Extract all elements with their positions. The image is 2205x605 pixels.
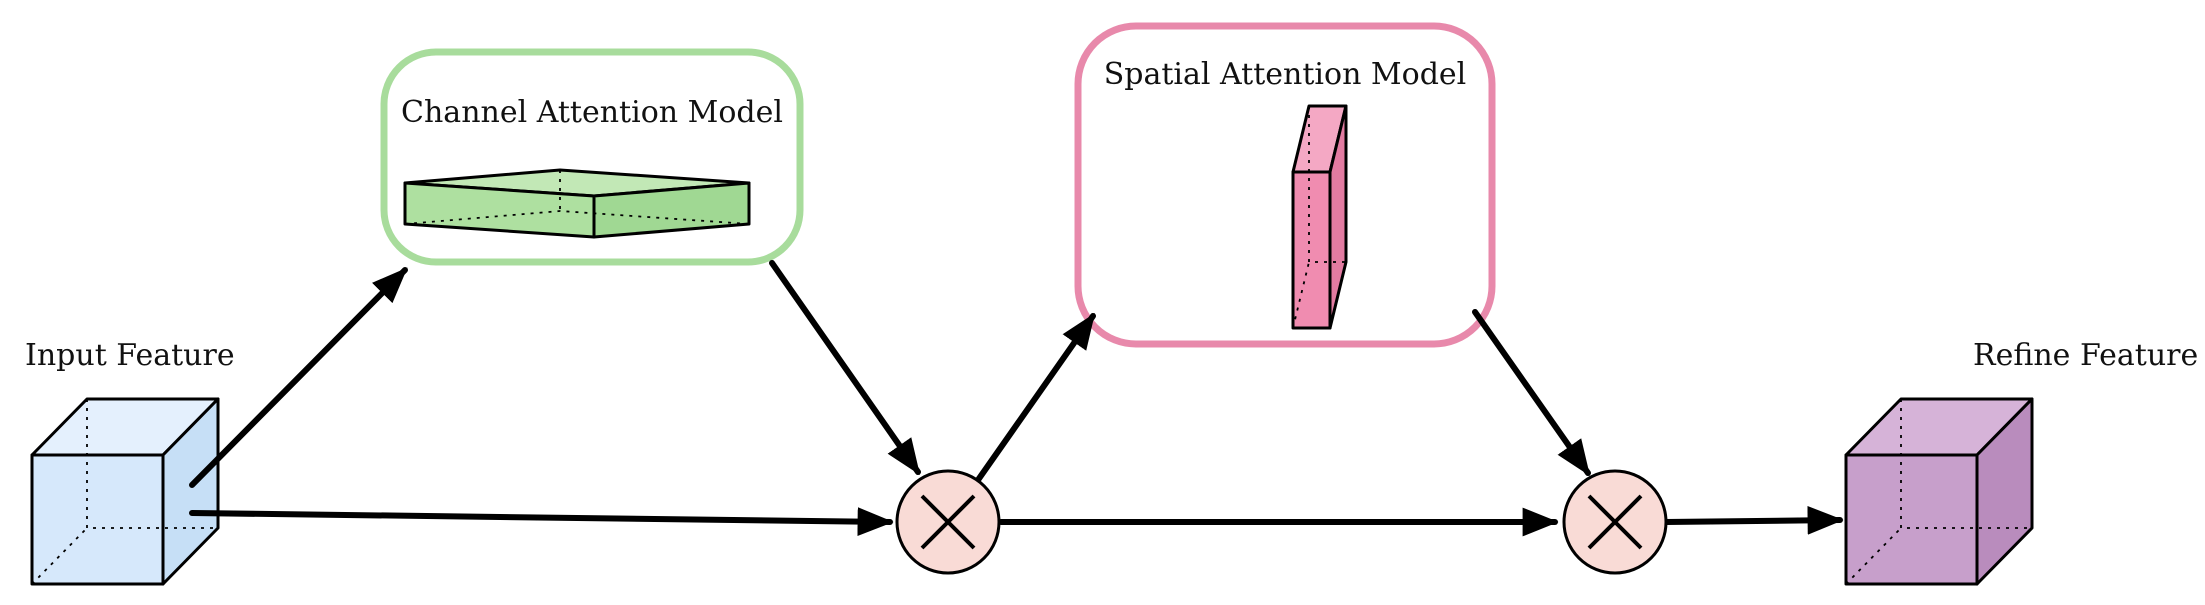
spatial-attention-module: Spatial Attention Model <box>1074 22 1496 348</box>
multiply-icon <box>1587 494 1643 550</box>
refine-feature-cube <box>1844 397 2034 586</box>
channel-attention-box <box>380 48 804 266</box>
channel-attention-module: Channel Attention Model <box>380 48 804 266</box>
arrow-multiply-1-to-spatial <box>975 313 1096 483</box>
arrow-spatial-to-multiply-2 <box>1472 309 1591 476</box>
refine-feature-label: Refine Feature <box>1973 338 2198 373</box>
multiply-icon <box>920 494 976 550</box>
channel-attention-label: Channel Attention Model <box>401 95 783 130</box>
spatial-attention-label: Spatial Attention Model <box>1104 57 1467 92</box>
arrow-channel-to-multiply-1 <box>769 260 921 475</box>
input-feature-label: Input Feature <box>25 338 235 373</box>
arrow-input-to-channel <box>189 267 408 488</box>
arrow-multiply-2-to-refine <box>1663 505 1844 535</box>
spatial-attention-box <box>1074 22 1496 348</box>
channel-attention-slab-icon <box>403 168 751 239</box>
multiply-node-1 <box>895 469 1001 575</box>
arrow-input-to-multiply-1 <box>189 507 894 536</box>
spatial-attention-slab-icon <box>1291 104 1348 330</box>
input-feature-cube <box>30 397 220 586</box>
multiply-node-2 <box>1562 469 1668 575</box>
